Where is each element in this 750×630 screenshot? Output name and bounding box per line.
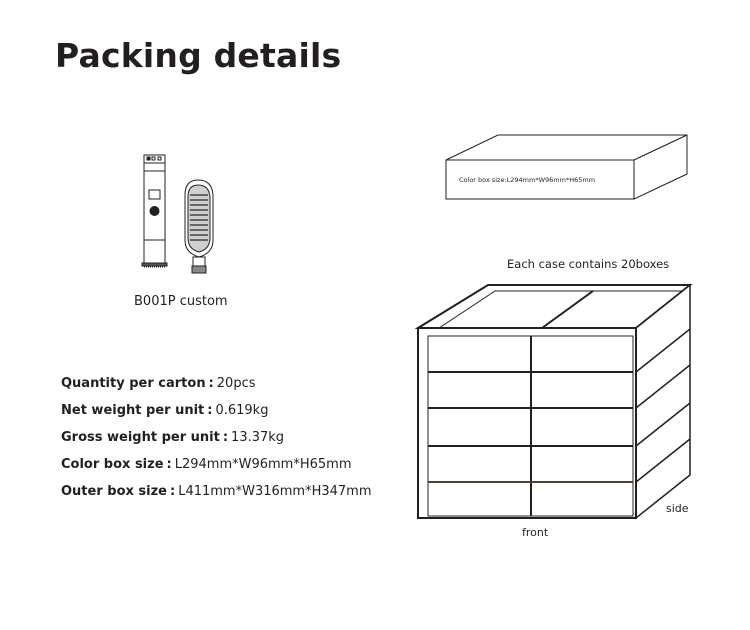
carton-front-label: front <box>522 526 549 539</box>
case-caption: Each case contains 20boxes <box>507 257 670 271</box>
spec-row-net-weight: Net weight per unit:0.619kg <box>61 397 372 424</box>
spec-separator: : <box>166 457 172 472</box>
spec-row-color-box-size: Color box size:L294mm*W96mm*H65mm <box>61 451 372 478</box>
spec-label: Net weight per unit <box>61 403 205 418</box>
spec-value: 13.37kg <box>231 430 285 445</box>
carton-side <box>635 283 691 520</box>
product-illustration <box>130 145 220 284</box>
spec-label: Quantity per carton <box>61 376 206 391</box>
spec-separator: : <box>207 403 213 418</box>
page-title: Packing details <box>55 36 342 75</box>
spec-label: Color box size <box>61 457 164 472</box>
spec-value: 20pcs <box>216 376 256 391</box>
spec-separator: : <box>208 376 214 391</box>
spec-label: Outer box size <box>61 484 167 499</box>
spec-row-outer-box-size: Outer box size:L411mm*W316mm*H347mm <box>61 478 372 505</box>
spec-row-gross-weight: Gross weight per unit:13.37kg <box>61 424 372 451</box>
color-box-illustration <box>444 130 694 209</box>
spec-value: L411mm*W316mm*H347mm <box>178 484 372 499</box>
spec-value: L294mm*W96mm*H65mm <box>174 457 352 472</box>
spec-label: Gross weight per unit <box>61 430 220 445</box>
product-side-view <box>184 179 214 274</box>
spec-separator: : <box>222 430 229 445</box>
carton-front <box>417 327 637 519</box>
product-front-view <box>141 154 168 268</box>
product-caption: B001P custom <box>134 294 228 309</box>
spec-list: Quantity per carton:20pcs Net weight per… <box>61 370 372 505</box>
carton-illustration <box>414 283 695 527</box>
carton-side-label: side <box>666 502 689 515</box>
color-box-size-label: Color box size:L294mm*W96mm*H65mm <box>459 176 596 184</box>
spec-row-quantity: Quantity per carton:20pcs <box>61 370 372 397</box>
spec-value: 0.619kg <box>215 403 269 418</box>
spec-separator: : <box>170 484 176 499</box>
